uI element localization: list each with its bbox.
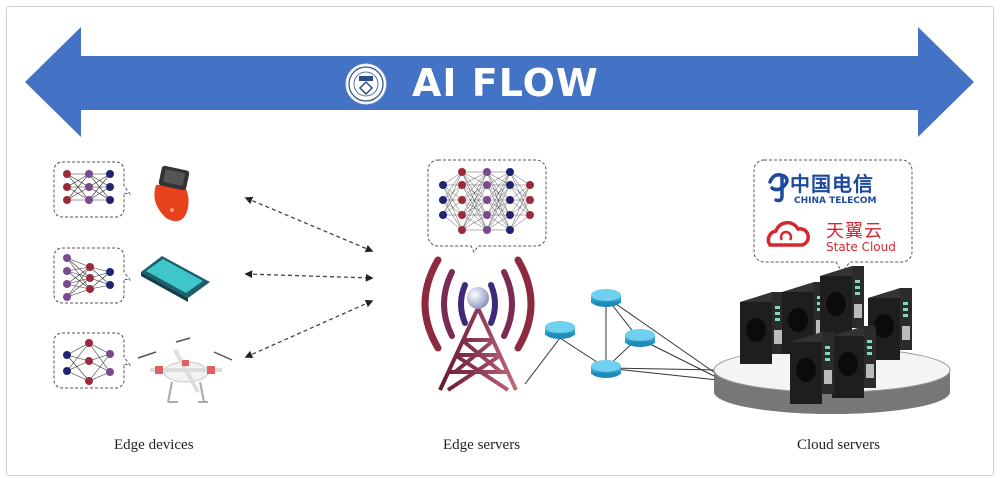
provider-name-cn: 中国电信	[790, 172, 874, 196]
cell-tower-icon	[421, 256, 535, 392]
callout-edge-model	[427, 159, 547, 253]
neuron	[483, 196, 491, 204]
university-seal-icon	[345, 63, 387, 105]
router-icon	[591, 289, 621, 307]
provider-name-en: CHINA TELECOM	[794, 196, 877, 206]
neuron	[506, 226, 514, 234]
banner-arrow-shape	[25, 27, 974, 137]
neural-network-icon	[63, 170, 114, 204]
neuron	[506, 168, 514, 176]
neuron	[526, 196, 534, 204]
server-rack-icon	[790, 332, 834, 404]
server-rack-icon	[832, 326, 876, 398]
cloud-name-en: State Cloud	[826, 240, 896, 254]
neuron	[439, 211, 447, 219]
neuron	[526, 181, 534, 189]
neural-network-icon	[439, 168, 534, 234]
callout-phone-model	[53, 247, 132, 304]
neural-network-icon	[63, 339, 114, 385]
state-cloud-logo-icon	[766, 220, 810, 247]
neuron	[483, 226, 491, 234]
neuron	[506, 196, 514, 204]
drone-icon	[137, 337, 233, 403]
server-rack-icon	[820, 266, 864, 338]
neuron	[526, 211, 534, 219]
neuron	[458, 226, 466, 234]
neuron	[439, 181, 447, 189]
router-icon	[625, 329, 655, 347]
router-icon	[545, 321, 575, 339]
server-rack-icon	[740, 292, 784, 364]
banner-title: AI FLOW	[412, 61, 599, 105]
bidirectional-banner-arrow	[25, 27, 974, 137]
connection-watch	[244, 196, 374, 253]
neural-network-icon	[63, 254, 114, 301]
connection-phone	[244, 270, 374, 282]
tier-label-edge-devices: Edge devices	[114, 437, 194, 453]
neuron	[458, 168, 466, 176]
callout-watch-model	[53, 161, 132, 218]
neuron	[458, 196, 466, 204]
tier-label-edge-servers: Edge servers	[443, 437, 521, 453]
china-telecom-logo-icon	[768, 173, 789, 203]
neuron	[439, 196, 447, 204]
neuron	[483, 181, 491, 189]
smartphone-icon	[141, 256, 210, 302]
cloud-name-cn: 天翼云	[826, 221, 883, 242]
neuron	[483, 168, 491, 176]
neuron	[506, 181, 514, 189]
callout-drone-model	[53, 332, 132, 389]
router-network-icon	[524, 296, 719, 385]
neuron	[458, 211, 466, 219]
neuron	[458, 181, 466, 189]
neuron	[483, 211, 491, 219]
device-server-connections	[244, 196, 374, 359]
connection-drone	[244, 299, 374, 359]
smartwatch-icon	[154, 165, 190, 222]
neuron	[506, 211, 514, 219]
tier-label-cloud-servers: Cloud servers	[797, 437, 880, 453]
router-icon	[591, 360, 621, 378]
